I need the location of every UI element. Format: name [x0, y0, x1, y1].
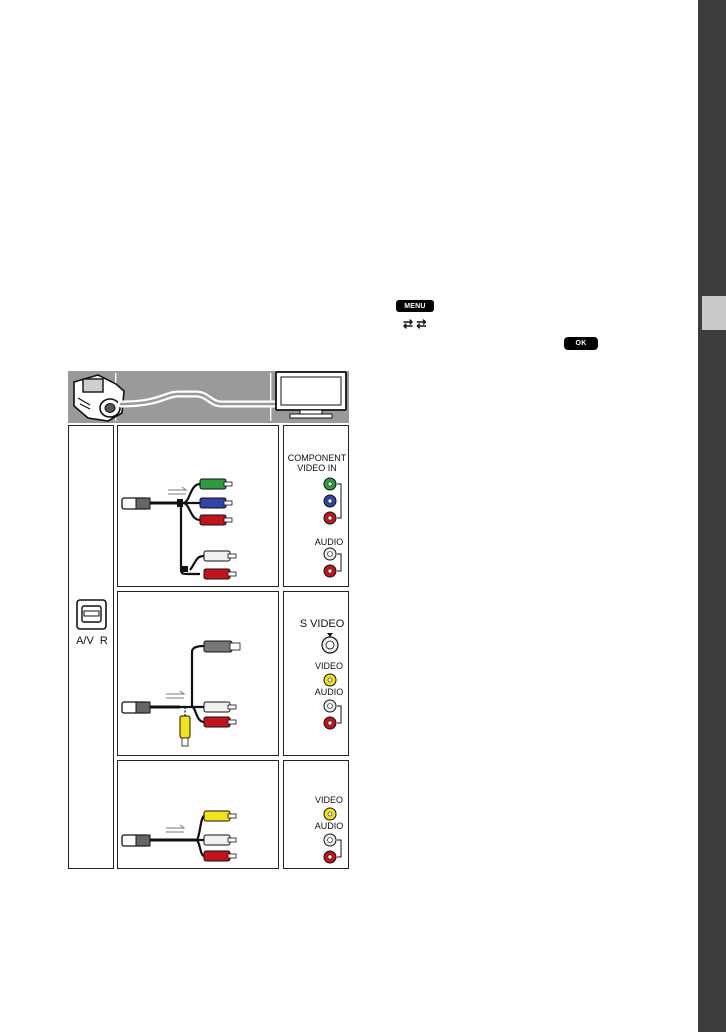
- red-audio-plug: [203, 568, 237, 580]
- diagram-header: [68, 371, 349, 423]
- svideo-audio-label: AUDIO: [314, 687, 344, 697]
- tv-video-jack-3: [323, 807, 337, 821]
- av-remote-jack-label: A/V R: [76, 635, 108, 647]
- composite-connector-plug: [121, 834, 151, 847]
- red-plug-3: [203, 850, 237, 862]
- component-video-in-label: COMPONENT VIDEO IN: [287, 453, 347, 473]
- yellow-plug: [203, 810, 237, 822]
- red-plug: [199, 514, 233, 526]
- page-edge-sidebar: [698, 0, 726, 1032]
- svideo-connector-plug: [121, 701, 151, 714]
- tv-audio-jacks-2: [323, 699, 342, 730]
- tv-svideo-jack: [321, 633, 339, 654]
- tv-audio-jacks-1: [323, 547, 342, 578]
- tv-video-jack: [323, 673, 337, 687]
- yellow-plug-vertical: [179, 715, 191, 747]
- av-remote-jack-icon: [76, 599, 107, 630]
- tv-audio-jacks-3: [323, 833, 342, 864]
- svideo-video-label: VIDEO: [314, 661, 343, 671]
- section-tab: [702, 296, 726, 330]
- component-audio-label: AUDIO: [314, 537, 344, 547]
- blue-plug: [199, 497, 233, 509]
- composite-audio-label: AUDIO: [314, 821, 344, 831]
- tv-component-jacks: [323, 477, 342, 525]
- white-plug-2: [203, 701, 237, 713]
- ok-button-icon: OK: [564, 337, 598, 350]
- swap-icon: ⇄ ⇄: [403, 317, 427, 331]
- red-plug-2: [203, 716, 237, 728]
- menu-button-icon: MENU: [396, 300, 434, 312]
- composite-video-label: VIDEO: [314, 795, 343, 805]
- svideo-plug: [203, 640, 241, 653]
- component-connector-plug: [121, 497, 151, 510]
- svideo-label: S VIDEO: [299, 618, 345, 630]
- green-plug: [199, 478, 233, 490]
- white-plug: [203, 550, 237, 562]
- white-plug-3: [203, 834, 237, 846]
